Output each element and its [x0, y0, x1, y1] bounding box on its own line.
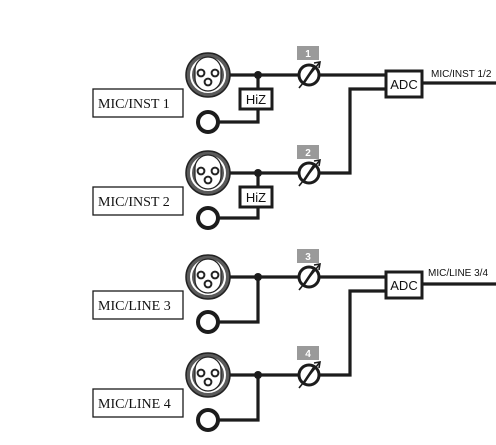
hiz-label-1: HiZ [246, 92, 266, 107]
channel-number-4: 4 [305, 349, 311, 360]
channel-number-1: 1 [305, 49, 311, 60]
channel-2-label: MIC/INST 2 [98, 195, 170, 210]
channel-1-label-box [92, 88, 184, 118]
channel-1: MIC/INST 1 HiZ 1 [92, 46, 386, 134]
channel-4-label-box [92, 388, 184, 418]
adc-block-1: ADC MIC/INST 1/2 [384, 69, 496, 99]
xlr-icon [185, 254, 231, 300]
adc-label-1: ADC [390, 77, 417, 92]
gain-pot-icon [297, 263, 321, 291]
adc-output-label-2: MIC/LINE 3/4 [428, 268, 488, 279]
jack-icon [196, 408, 220, 432]
channel-number-badge-2 [297, 145, 319, 159]
adc-output-label-1: MIC/INST 1/2 [431, 69, 492, 80]
xlr-icon [185, 150, 231, 196]
channel-number-badge-3 [297, 249, 319, 263]
hiz-switch-2 [238, 185, 274, 209]
channel-4: MIC/LINE 4 4 [92, 289, 386, 432]
adc-box-1 [384, 69, 424, 99]
channel-number-badge-1 [297, 46, 319, 60]
xlr-icon [185, 52, 231, 98]
channel-1-label: MIC/INST 1 [98, 97, 170, 112]
gain-pot-icon [297, 159, 321, 187]
channel-2-label-box [92, 186, 184, 216]
channel-number-2: 2 [305, 148, 311, 159]
adc-block-2: ADC MIC/LINE 3/4 [384, 268, 496, 300]
jack-icon [196, 206, 220, 230]
adc-label-2: ADC [390, 278, 417, 293]
hiz-switch-1 [238, 87, 274, 111]
jack-icon [196, 110, 220, 134]
channel-3-label: MIC/LINE 3 [98, 299, 171, 314]
jack-icon [196, 310, 220, 334]
hiz-label-2: HiZ [246, 190, 266, 205]
channel-number-3: 3 [305, 252, 311, 263]
channel-4-label: MIC/LINE 4 [98, 397, 171, 412]
channel-3-label-box [92, 290, 184, 320]
channel-number-badge-4 [297, 346, 319, 360]
gain-pot-icon [297, 61, 321, 89]
channel-3: MIC/LINE 3 3 [92, 249, 386, 334]
gain-pot-icon [297, 361, 321, 389]
xlr-icon [185, 352, 231, 398]
channel-2: MIC/INST 2 HiZ 2 [92, 87, 386, 230]
